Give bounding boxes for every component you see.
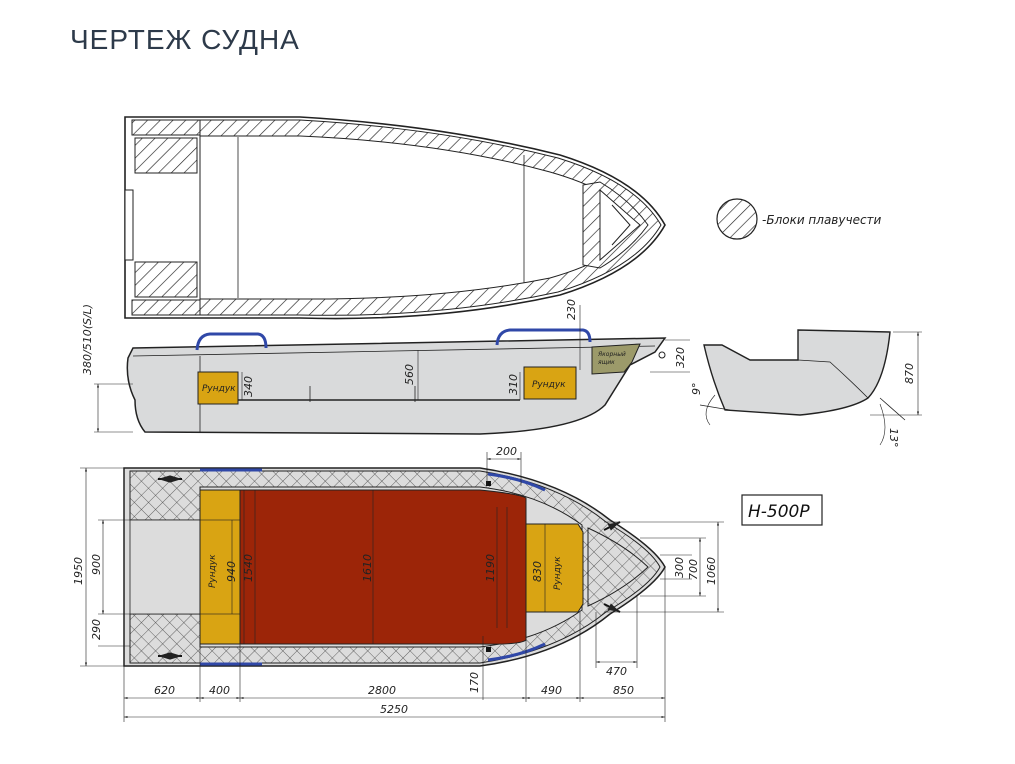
transom-view-hull bbox=[703, 329, 891, 416]
plan-view-chest-bow-label: Рундук bbox=[553, 556, 563, 590]
dim-bow-300: 300 bbox=[673, 557, 686, 578]
dim-len-2800: 2800 bbox=[368, 684, 396, 697]
transom-view: 9° 13° 870 bbox=[690, 329, 922, 448]
model-label: Н-500Р bbox=[748, 502, 810, 522]
dim-len-400: 400 bbox=[209, 684, 230, 697]
plan-view-bow-float bbox=[587, 527, 649, 607]
top-view-stern-block-lower bbox=[134, 261, 198, 298]
plan-view-chest-bow bbox=[525, 523, 584, 613]
dim-floor-width-stern: 1540 bbox=[242, 554, 255, 582]
dim-len-850: 850 bbox=[613, 684, 634, 697]
side-view: Рундук Рундук Якорный ящик 380/510(S/L) … bbox=[81, 299, 690, 435]
dim-bottom-angle: 13° bbox=[887, 428, 900, 448]
dim-overall-width: 1950 bbox=[72, 557, 85, 585]
dim-bow-700: 700 bbox=[687, 559, 700, 580]
top-view-stern-block-upper bbox=[134, 137, 198, 174]
dim-bow-height: 320 bbox=[674, 347, 687, 368]
legend-hatch-swatch bbox=[716, 198, 758, 240]
plan-view: Рундук Рундук 1950 900 290 940 1540 1610… bbox=[72, 445, 724, 722]
dim-bow-470: 470 bbox=[606, 665, 627, 678]
dim-hull-depth: 560 bbox=[403, 364, 416, 385]
dim-bow-chest-width: 830 bbox=[531, 561, 544, 582]
side-view-chest-bow bbox=[523, 366, 577, 400]
side-view-chest-stern-label: Рундук bbox=[202, 384, 236, 394]
dim-frame-spacing: 200 bbox=[496, 445, 517, 458]
dim-transom-height: 380/510(S/L) bbox=[81, 304, 94, 375]
model-box: Н-500Р bbox=[741, 494, 823, 526]
dim-side-block: 290 bbox=[90, 619, 103, 640]
anchor-box-label-1: Якорный bbox=[597, 351, 626, 358]
side-view-rail-bow bbox=[495, 328, 592, 346]
dim-chest-height-stern: 340 bbox=[242, 376, 255, 397]
anchor-box-label-2: ящик bbox=[598, 359, 615, 366]
top-view-float-shell bbox=[131, 119, 662, 316]
dim-deck-offset: 230 bbox=[565, 299, 578, 320]
dim-frame-offset: 170 bbox=[468, 672, 481, 693]
dim-floor-width-bow: 1190 bbox=[484, 554, 497, 582]
legend-label: -Блоки плавучести bbox=[762, 213, 882, 227]
side-view-chest-stern bbox=[197, 371, 239, 405]
side-view-hull bbox=[126, 337, 667, 435]
side-view-rail-stern bbox=[195, 332, 268, 351]
dim-len-490: 490 bbox=[541, 684, 562, 697]
legend: -Блоки плавучести bbox=[716, 198, 882, 240]
dim-stern-chest-width: 940 bbox=[225, 561, 238, 582]
page-title: ЧЕРТЕЖ СУДНА bbox=[70, 24, 300, 55]
dim-floor-width-mid: 1610 bbox=[361, 554, 374, 582]
dim-transom-height-870: 870 bbox=[903, 363, 916, 384]
dim-transom-inner: 900 bbox=[90, 554, 103, 575]
dim-transom-angle: 9° bbox=[690, 383, 703, 396]
side-view-anchor-box bbox=[591, 343, 641, 375]
dim-overall-length: 5250 bbox=[380, 703, 408, 716]
dim-len-620: 620 bbox=[154, 684, 175, 697]
dim-chest-height-bow: 310 bbox=[507, 374, 520, 395]
side-view-chest-bow-label: Рундук bbox=[532, 380, 566, 390]
plan-view-chest-stern-label: Рундук bbox=[208, 554, 218, 588]
top-view-hull-outline bbox=[124, 116, 666, 320]
top-view bbox=[124, 116, 666, 320]
dim-bow-1060: 1060 bbox=[705, 557, 718, 585]
